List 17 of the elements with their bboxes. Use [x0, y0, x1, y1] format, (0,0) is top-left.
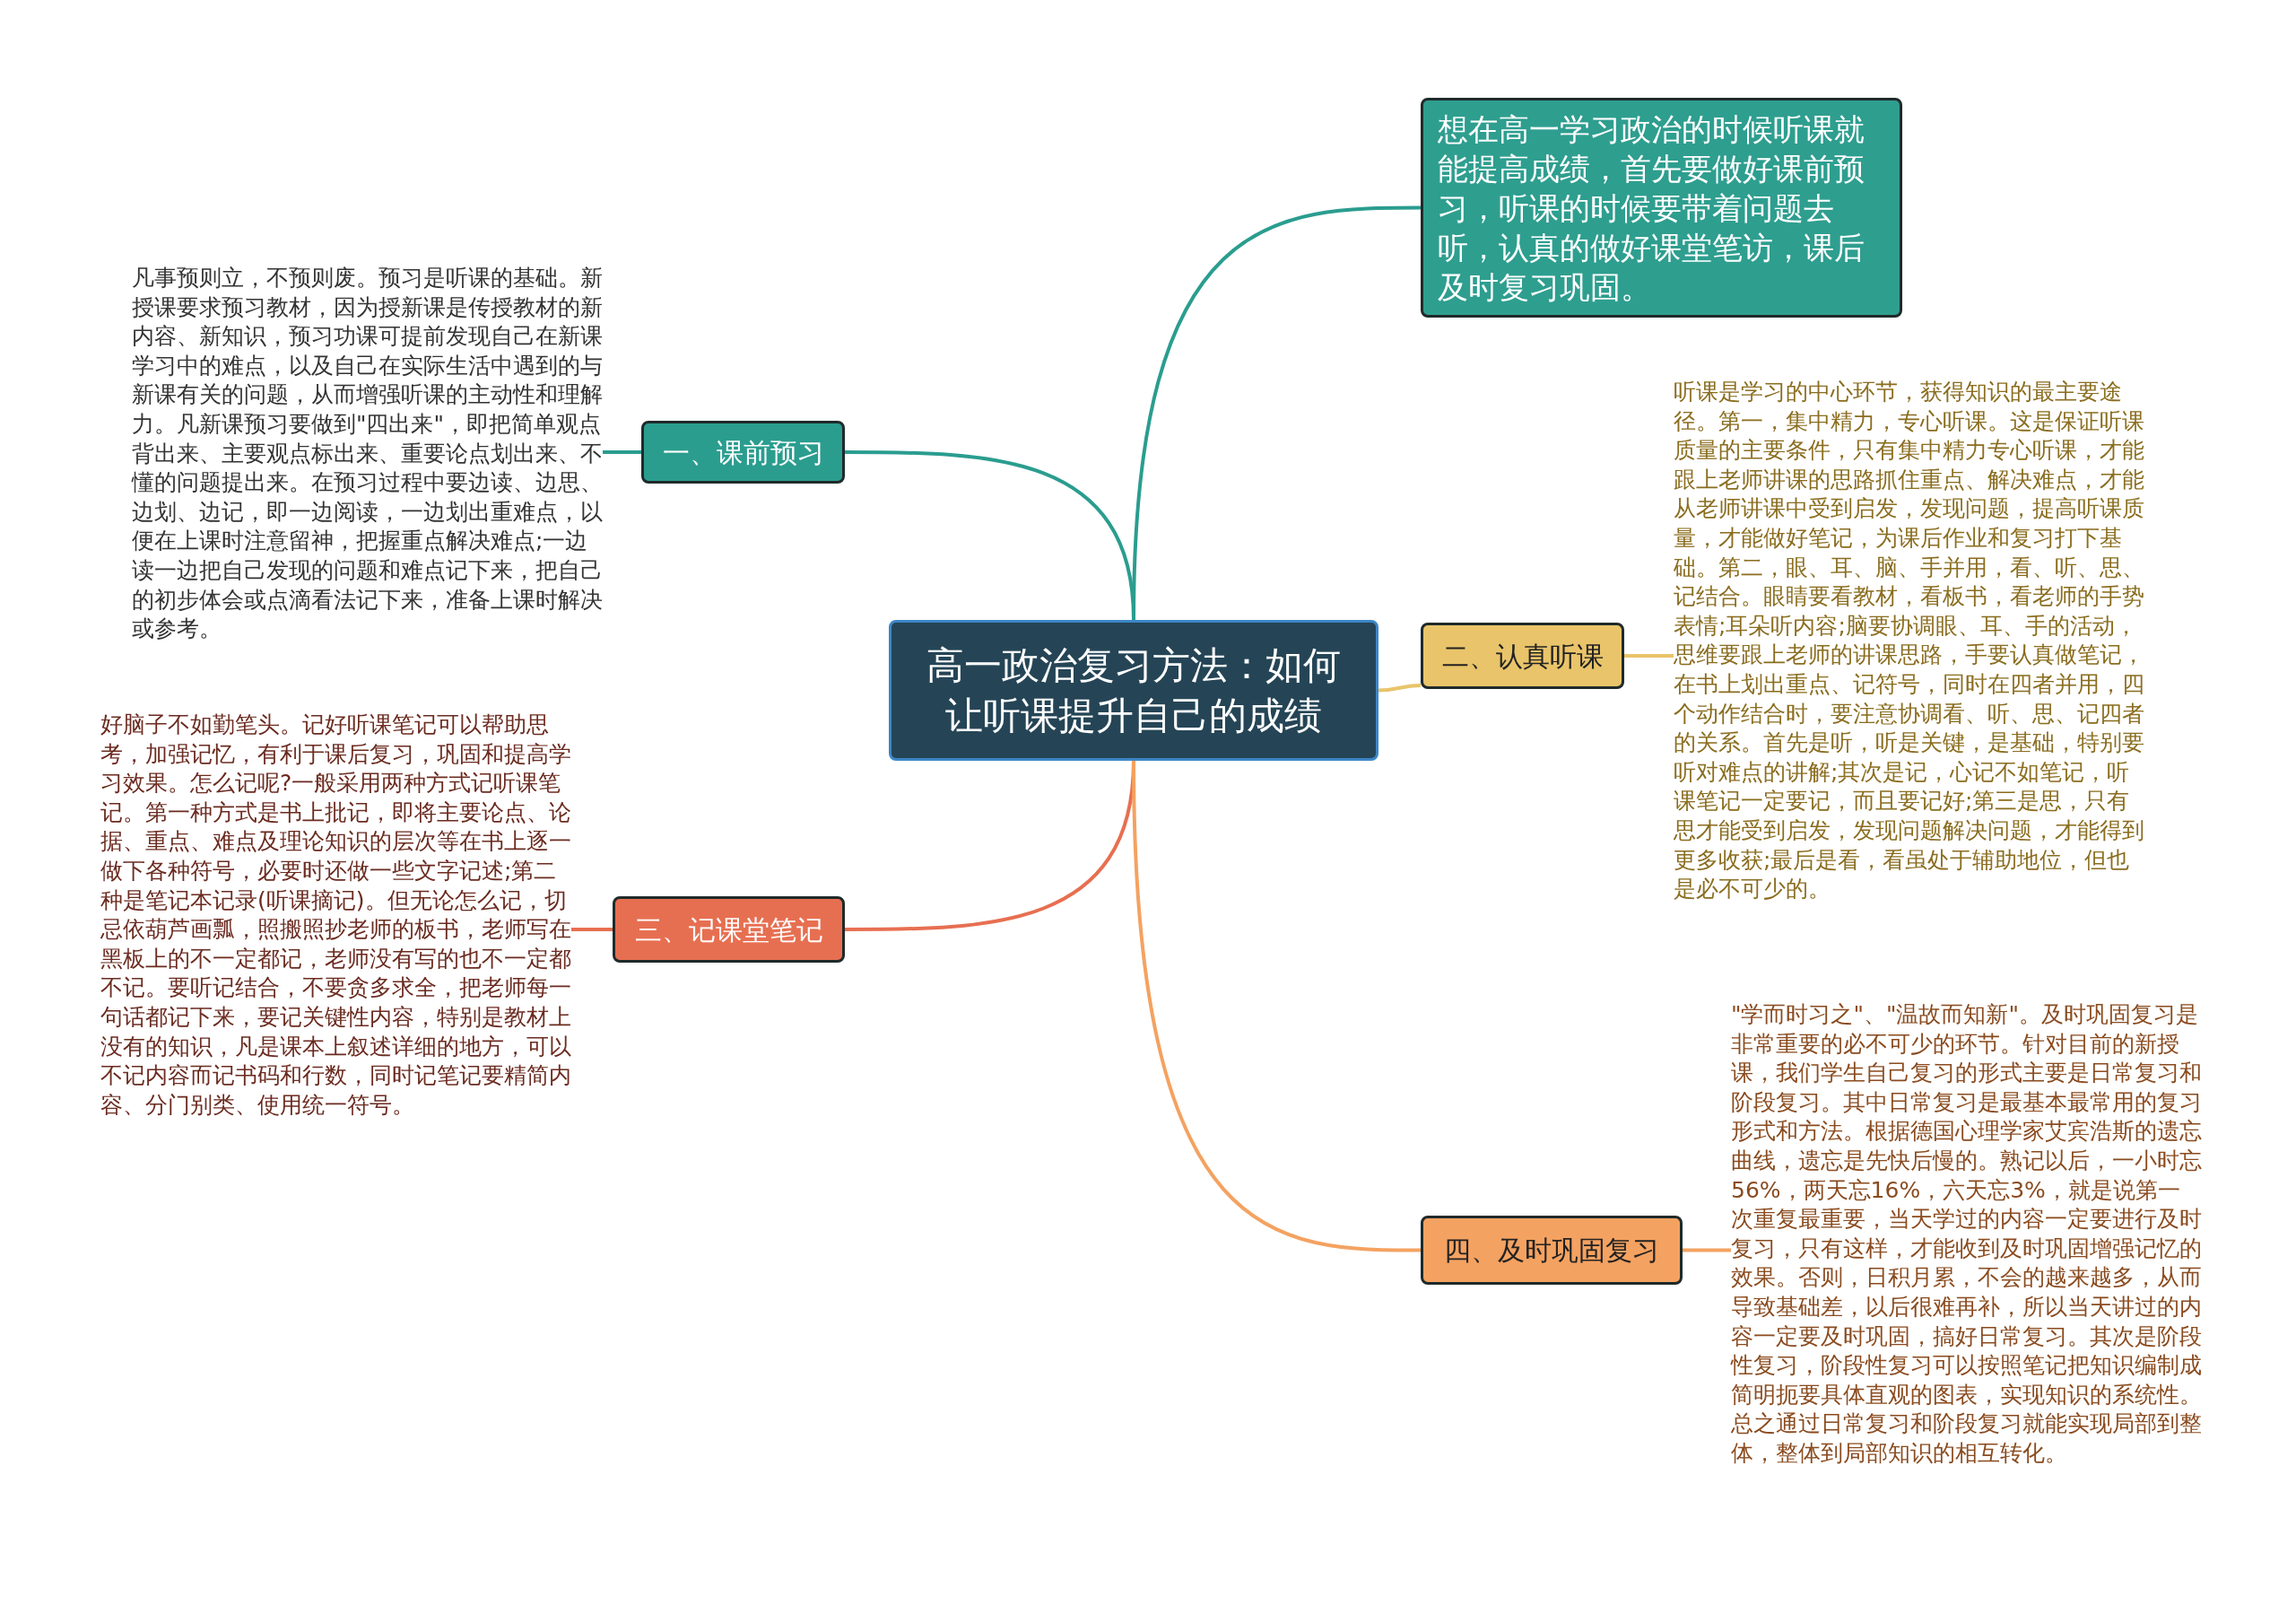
- intro-box: 想在高一学习政治的时候听课就能提高成绩，首先要做好课前预习，听课的时候要带着问题去听，认真的做好课堂笔访，课后及时复习巩固。: [1421, 98, 1902, 318]
- topic-box: 四、及时巩固复习: [1421, 1216, 1683, 1285]
- note-text: "学而时习之"、"温故而知新"。及时巩固复习是非常重要的必不可少的环节。针对目前的新授课，我们学生自己复习的形式主要是日常复习和阶段复习。其中日常复习是最基本最常用的复习形式和方法。根据德国心理学家艾宾浩斯的遗忘曲线，遗忘是先快后慢的。熟记以后，一小时忘56%，两天忘16%，六天忘3%，就是说第一次重复最重要，当天学过的内容一定要进行及时复习，只有这样，才能收到及时巩固增强记忆的效果。否则，日积月累，不会的越来越多，从而导致基础差，以后很难再补，所以当天讲过的内容一定要及时巩固，搞好日常复习。其次是阶段性复习，阶段性复习可以按照笔记把知识编制成简明扼要具体直观的图表，实现知识的系统性。总之通过日常复习和阶段复习就能实现局部到整体，整体到局部知识的相互转化。: [1731, 1000, 2202, 1469]
- connector-line: [1683, 1248, 1731, 1252]
- note-text: 凡事预则立，不预则废。预习是听课的基础。新授课要求预习教材，因为授新课是传授教材的新内容、新知识，预习功课可提前发现自己在新课学习中的难点，以及自己在实际生活中遇到的与新课有关的问题，从而增强听课的主动性和理解力。凡新课预习要做到"四出来"，即把简单观点背出来、主要观点标出来、重要论点划出来、不懂的问题提出来。在预习过程中要边读、边思、边划、边记，即一边阅读，一边划出重难点，以便在上课时注意留神，把握重点解决难点;一边读一边把自己发现的问题和难点记下来，把自己的初步体会或点滴看法记下来，准备上课时解决或参考。: [132, 264, 603, 644]
- note-text: 听课是学习的中心环节，获得知识的最主要途径。第一，集中精力，专心听课。这是保证听课质量的主要条件，只有集中精力专心听课，才能跟上老师讲课的思路抓住重点、解决难点，才能从老师讲课中受到启发，发现问题，提高听课质量，才能做好笔记，为课后作业和复习打下基础。第二，眼、耳、脑、手并用，看、听、思、记结合。眼睛要看教材，看板书，看老师的手势表情;耳朵听内容;脑要协调眼、耳、手的活动，思维要跟上老师的讲课思路，手要认真做笔记，在书上划出重点、记符号，同时在四者并用，四个动作结合时，要注意协调看、听、思、记四者的关系。首先是听，听是关键，是基础，特别要听对难点的讲解;其次是记，心记不如笔记，听课笔记一定要记，而且要记好;第三是思，只有思才能受到启发，发现问题解决问题，才能得到更多收获;最后是看，看虽处于辅助地位，但也是必不可少的。: [1674, 378, 2144, 904]
- connector-line: [845, 450, 1135, 621]
- topic-box: 二、认真听课: [1421, 623, 1624, 689]
- central-topic-box: 高一政治复习方法：如何让听课提升自己的成绩: [889, 620, 1378, 761]
- note-text: 好脑子不如勤笔头。记好听课笔记可以帮助思考，加强记忆，有利于课后复习，巩固和提高学习效果。怎么记呢?一般采用两种方式记听课笔记。第一种方式是书上批记，即将主要论点、论据、重点、难点及理论知识的层次等在书上逐一做下各种符号，必要时还做一些文字记述;第二种是笔记本记录(听课摘记)。但无论怎么记，切忌依葫芦画瓢，照搬照抄老师的板书，老师写在黑板上的不一定都记，老师没有写的也不一定都不记。要听记结合，不要贪多求全，把老师每一句话都记下来，要记关键性内容，特别是教材上没有的知识，凡是课本上叙述详细的地方，可以不记内容而记书码和行数，同时记笔记要精简内容、分门别类、使用统一符号。: [100, 711, 571, 1121]
- connector-line: [571, 928, 613, 931]
- connector-line: [1378, 684, 1422, 693]
- connector-line: [1624, 654, 1674, 658]
- topic-box: 一、课前预习: [641, 421, 845, 484]
- connector-line: [1132, 760, 1421, 1252]
- topic-box: 三、记课堂笔记: [613, 896, 845, 963]
- connector-line: [603, 450, 641, 454]
